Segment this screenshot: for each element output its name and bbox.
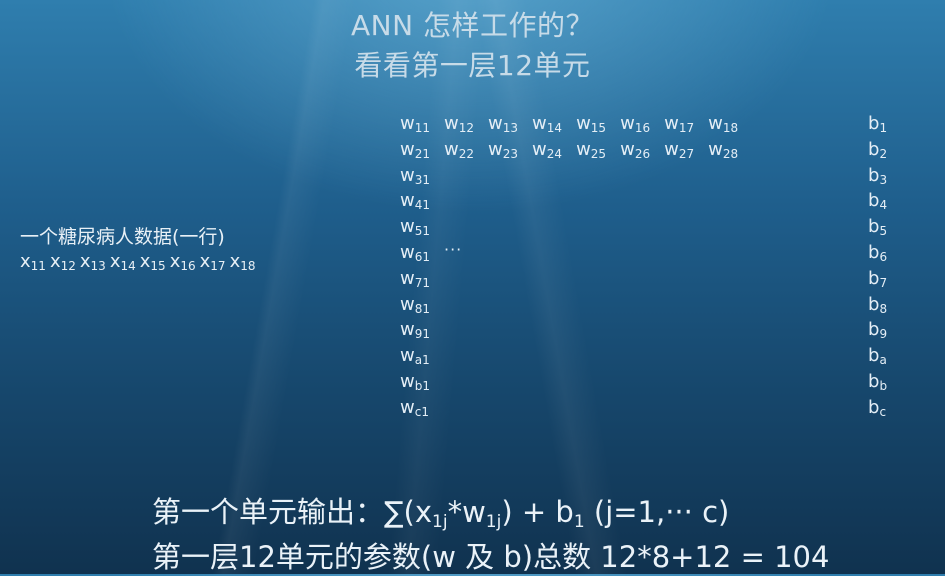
weight-wb1: wb1 bbox=[400, 371, 430, 393]
sample-input-x14: x14 bbox=[109, 251, 136, 273]
bias-b9: b9 bbox=[868, 319, 888, 342]
slide-title-line1: ANN 怎样工作的？ bbox=[351, 9, 594, 42]
slide-title-line2: 看看第一层12单元 bbox=[354, 49, 591, 82]
weight-w41: w41 bbox=[400, 190, 431, 213]
weight-row: w31 bbox=[400, 165, 444, 189]
weight-w71: w71 bbox=[400, 267, 431, 290]
weight-w12: w12 bbox=[444, 113, 475, 135]
weight-wc1: wc1 bbox=[400, 396, 429, 419]
weight-row: w11 w12 w13 w14 w15 w16 w17 w18 bbox=[400, 113, 752, 137]
weight-row: w71 bbox=[400, 268, 444, 292]
weight-row: w21 w22 w23 w24 w25 w26 w27 w28 bbox=[400, 139, 752, 163]
weight-w28: w28 bbox=[708, 138, 739, 161]
weight-w51: w51 bbox=[400, 216, 431, 239]
sample-input-x18: x18 bbox=[229, 251, 256, 273]
weight-w31: w31 bbox=[400, 164, 431, 187]
sample-input-x12: x12 bbox=[49, 251, 76, 273]
weight-w61: w61 bbox=[400, 242, 431, 264]
weight-w22: w22 bbox=[444, 138, 475, 161]
weight-w18: w18 bbox=[708, 113, 739, 135]
weight-row: w41 bbox=[400, 190, 444, 214]
weight-w16: w16 bbox=[620, 113, 651, 135]
bias-ba: ba bbox=[868, 345, 887, 368]
bias-b8: b8 bbox=[868, 293, 888, 316]
bias-b6: b6 bbox=[868, 242, 888, 264]
parameter-count-summary: 第一层12单元的参数(w 及 b)总数 12*8+12 = 104 bbox=[152, 540, 830, 574]
sample-input-x17: x17 bbox=[199, 251, 226, 273]
weight-row: w91 bbox=[400, 319, 444, 343]
weight-ellipsis: ··· bbox=[444, 240, 463, 259]
bias-b5: b5 bbox=[868, 216, 888, 239]
bias-bc: bc bbox=[868, 396, 887, 419]
weight-row: w81 bbox=[400, 294, 444, 318]
sample-row-label: 一个糖尿病人数据(一行) bbox=[20, 226, 225, 248]
first-unit-output-formula: 第一个单元输出：∑(x1j*w1j) + b1 (j=1,··· c) bbox=[152, 495, 730, 532]
weight-row: wa1 bbox=[400, 345, 444, 369]
weight-row: wb1 bbox=[400, 371, 444, 395]
bias-b1: b1 bbox=[868, 113, 888, 135]
weight-w81: w81 bbox=[400, 293, 431, 316]
weight-w91: w91 bbox=[400, 319, 431, 342]
weight-w27: w27 bbox=[664, 138, 695, 161]
sample-input-x11: x11 bbox=[20, 251, 46, 273]
weight-row: w51 bbox=[400, 216, 444, 240]
weight-w21: w21 bbox=[400, 138, 431, 161]
weight-w11: w11 bbox=[400, 113, 431, 135]
bias-b2: b2 bbox=[868, 138, 888, 161]
sample-input-x15: x15 bbox=[139, 251, 166, 273]
bias-b7: b7 bbox=[868, 267, 888, 290]
bias-bb: bb bbox=[868, 371, 888, 393]
weight-wa1: wa1 bbox=[400, 345, 430, 368]
weight-w26: w26 bbox=[620, 138, 651, 161]
weight-w15: w15 bbox=[576, 113, 607, 135]
weight-w17: w17 bbox=[664, 113, 695, 135]
sample-input-x16: x16 bbox=[169, 251, 196, 273]
weight-w24: w24 bbox=[532, 138, 563, 161]
sample-input-x13: x13 bbox=[79, 251, 106, 273]
weight-w14: w14 bbox=[532, 113, 563, 135]
weight-row: wc1 bbox=[400, 397, 443, 421]
weight-w23: w23 bbox=[488, 138, 519, 161]
bias-b3: b3 bbox=[868, 164, 888, 187]
weight-row: w61 bbox=[400, 242, 444, 266]
weight-w13: w13 bbox=[488, 113, 519, 135]
bias-b4: b4 bbox=[868, 190, 888, 213]
weight-w25: w25 bbox=[576, 138, 607, 161]
